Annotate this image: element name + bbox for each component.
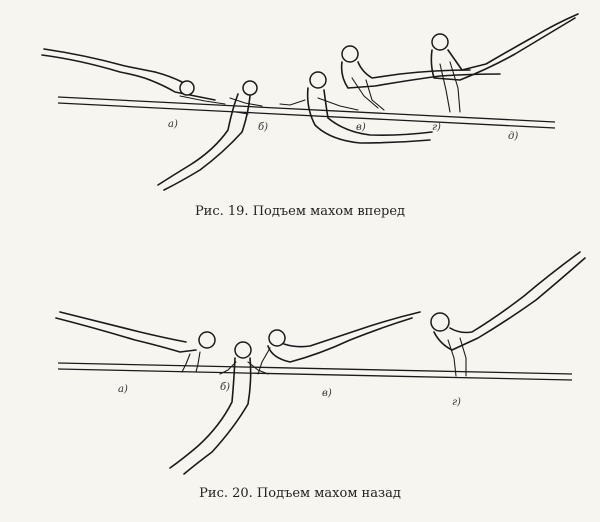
figure-20-caption: Рис. 20. Подъем махом назад [199,486,401,501]
phase-label: г) [432,122,441,133]
gymnast-phase-v [279,71,433,144]
horizontal-bar [57,96,556,129]
gymnast-phase-g [430,251,586,377]
phase-label: а) [168,119,178,130]
gymnast-phase-v [257,311,421,375]
gymnast-phase-g [340,45,501,111]
gymnast-phase-a [41,48,226,105]
figure-19-illustration: а) б) в) г) д) [41,13,579,191]
gymnast-phase-b [169,341,269,475]
phase-label: а) [118,384,128,395]
phase-label: г) [452,397,461,408]
phase-label: б) [220,382,230,393]
phase-label: б) [258,122,268,133]
gymnast-phase-a [55,311,216,373]
phase-label: в) [322,388,332,399]
gymnast-phase-d [430,13,579,113]
figure-20-illustration: а) б) в) г) [55,251,586,475]
phase-label: д) [508,131,518,142]
horizontal-bar [57,362,573,381]
gymnast-phase-b [157,80,263,191]
figure-19-caption: Рис. 19. Подъем махом вперед [194,204,406,219]
phase-label: в) [356,122,366,133]
